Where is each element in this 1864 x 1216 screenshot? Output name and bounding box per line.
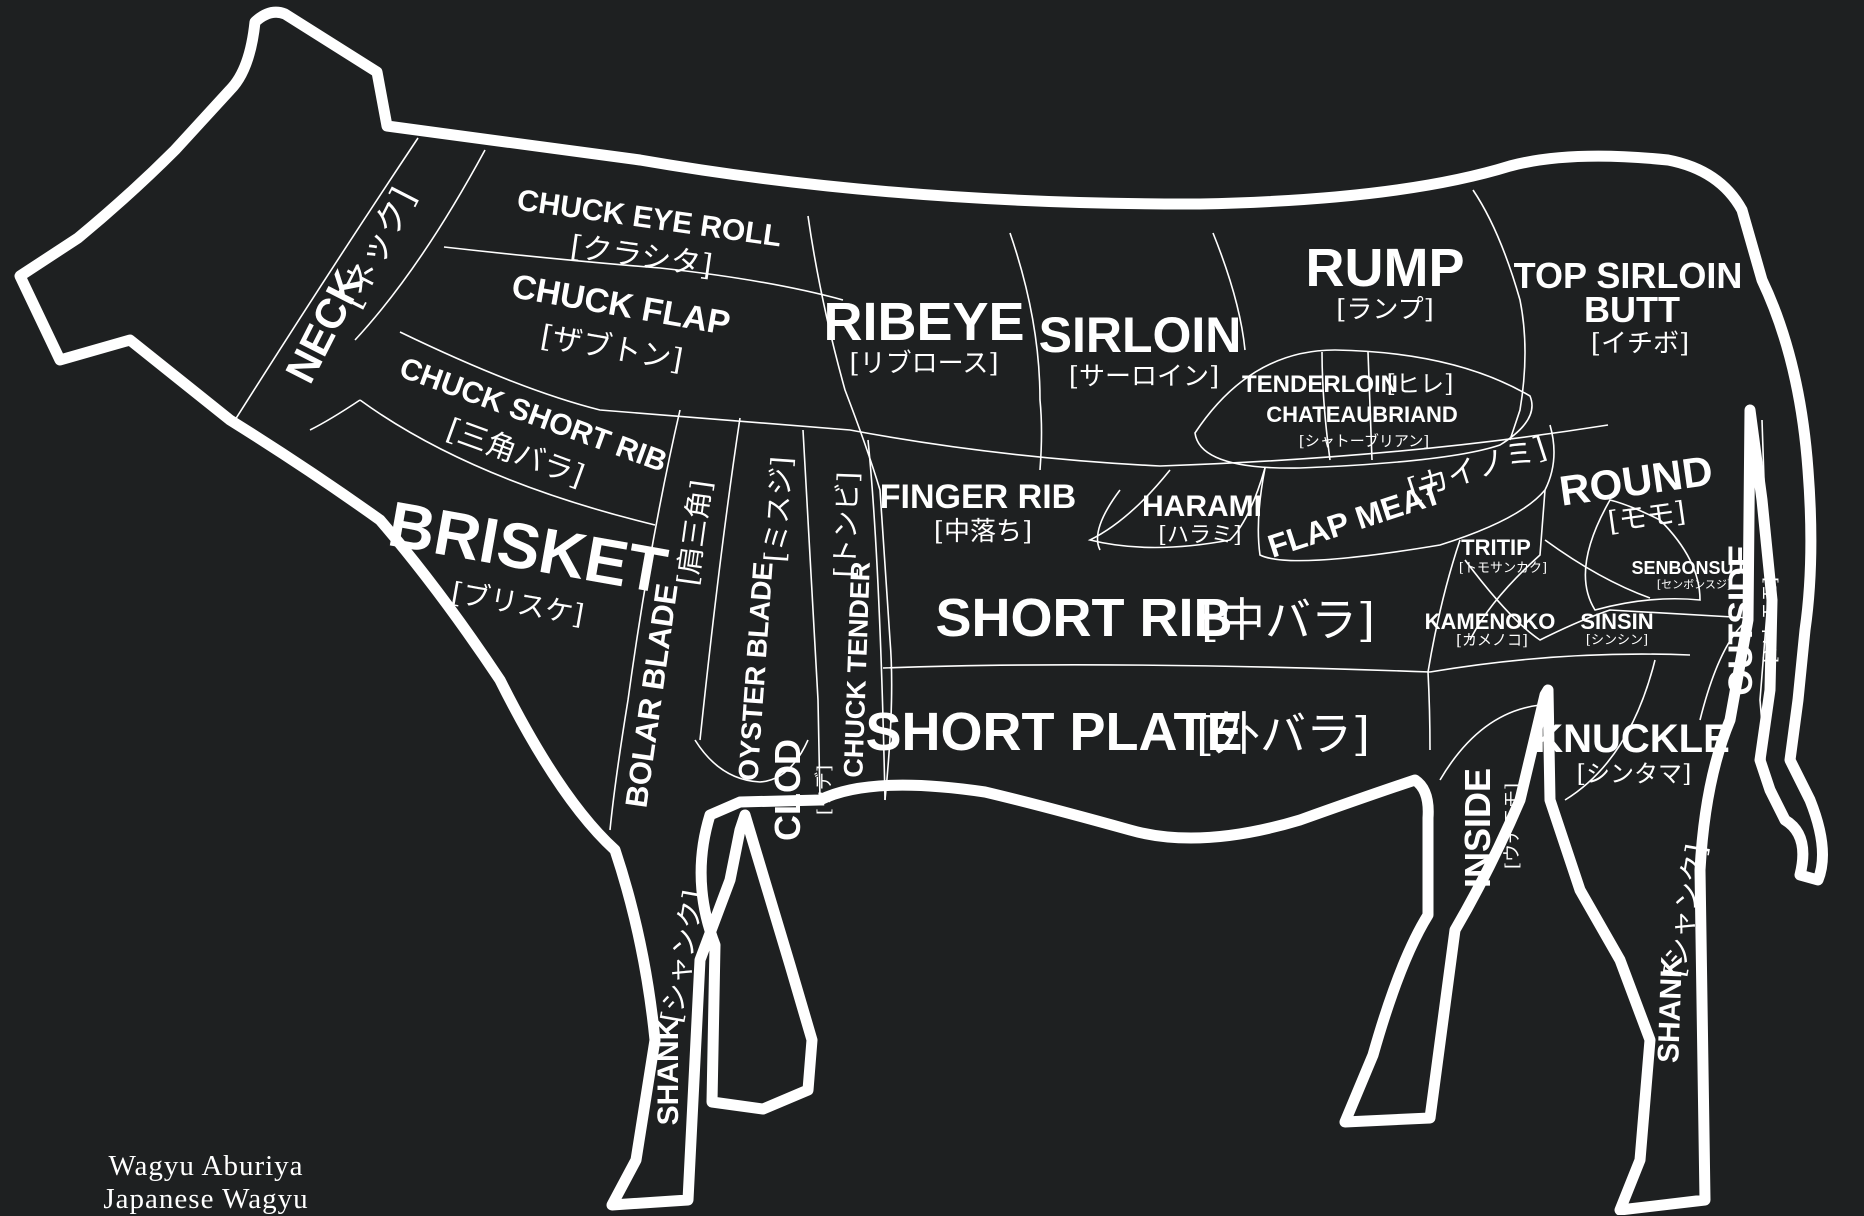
label-knuckle-jp: [シンタマ] — [1577, 760, 1692, 788]
label-short-rib-jp: [中バラ] — [1201, 593, 1375, 647]
label-short-plate: SHORT PLATE — [866, 702, 1243, 762]
label-sirloin: SIRLOIN — [1039, 307, 1242, 363]
label-sinsin: SINSIN — [1580, 609, 1653, 634]
label-short-rib: SHORT RIB — [936, 588, 1233, 648]
label-harami: HARAMI — [1142, 490, 1262, 523]
label-top-sirloin-butt-line2: BUTT — [1584, 289, 1680, 330]
label-tenderloin: TENDERLOIN — [1242, 371, 1398, 398]
label-sinsin-jp: [シンシン] — [1586, 633, 1648, 648]
label-senbonsuji-jp: [センボンスジ] — [1657, 578, 1731, 591]
label-tenderloin-jp: [ヒレ] — [1387, 370, 1454, 398]
label-chateaubriand-jp: [シャトーブリアン] — [1299, 432, 1429, 450]
label-knuckle: KNUCKLE — [1534, 717, 1730, 761]
credit-line-1: Wagyu Aburiya — [56, 1150, 356, 1183]
label-clod-jp: [ウデ] — [814, 765, 835, 815]
label-kamenoko-jp: [カメノコ] — [1456, 631, 1528, 649]
label-ribeye-jp: [リブロース] — [850, 349, 999, 379]
label-clod: CLOD — [767, 739, 808, 841]
label-sirloin-jp: [サーロイン] — [1069, 362, 1219, 392]
label-ribeye: RIBEYE — [823, 292, 1024, 352]
label-outside-jp: [ソトモモ] — [1760, 577, 1781, 663]
label-inside: INSIDE — [1457, 768, 1498, 888]
label-finger-rib-jp: [中落ち] — [934, 517, 1032, 547]
credit: Wagyu Aburiya Japanese Wagyu — [56, 1150, 356, 1216]
label-rump-jp: [ランプ] — [1336, 295, 1434, 325]
label-top-sirloin-butt-jp: [イチボ] — [1591, 329, 1689, 359]
label-front-shank: SHANK — [652, 1018, 685, 1125]
label-rump: RUMP — [1306, 238, 1465, 298]
credit-line-2: Japanese Wagyu — [56, 1183, 356, 1216]
label-tritip: TRITIP — [1461, 535, 1531, 560]
label-chuck-tender-jp: [トンビ] — [828, 471, 865, 578]
label-tritip-jp: [トモサンカク] — [1459, 561, 1547, 576]
label-short-plate-jp: [外バラ] — [1196, 707, 1370, 761]
label-harami-jp: [ハラミ] — [1158, 523, 1241, 548]
label-outside: OUTSIDE — [1722, 544, 1760, 695]
label-chateaubriand: CHATEAUBRIAND — [1266, 402, 1457, 427]
label-finger-rib: FINGER RIB — [880, 478, 1076, 516]
label-inside-jp: [ウチモモ] — [1502, 783, 1523, 869]
